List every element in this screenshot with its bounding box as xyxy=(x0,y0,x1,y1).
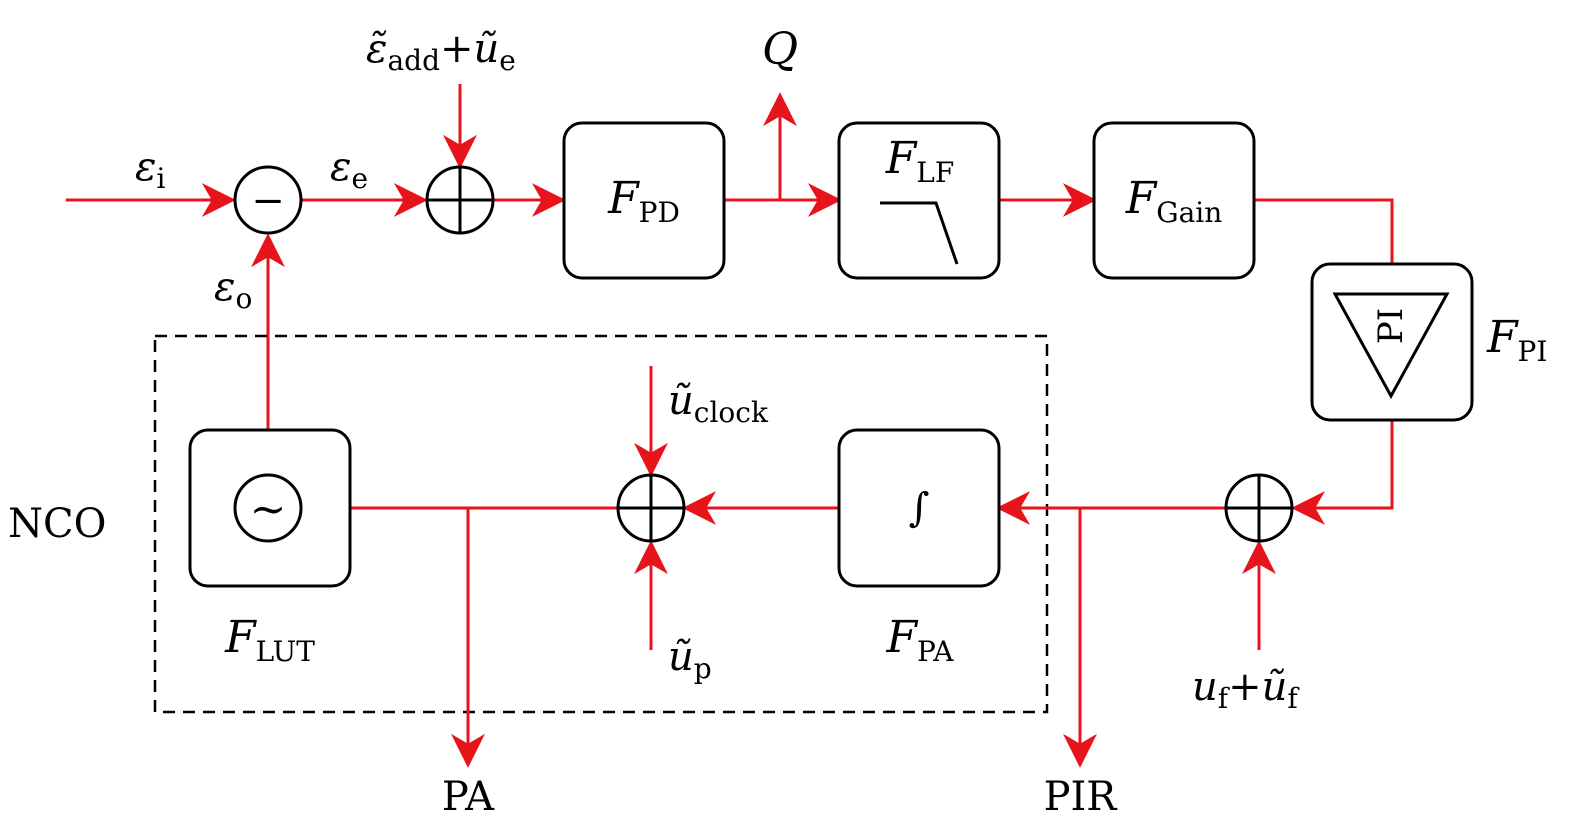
block-gain: FGain xyxy=(1092,121,1256,280)
label-pir-output: PIR xyxy=(1044,774,1119,820)
svg-text:−: − xyxy=(251,178,285,224)
label-nco: NCO xyxy=(8,501,106,547)
wire-gain-pi xyxy=(1255,198,1394,264)
subtractor-junction: − xyxy=(233,165,303,235)
svg-text:FGain: FGain xyxy=(1125,173,1223,229)
label-eps-e: εe xyxy=(330,144,368,195)
block-lf: FLF xyxy=(837,121,1001,280)
nco-region xyxy=(153,334,1049,714)
svg-text:FLUT: FLUT xyxy=(224,612,315,668)
signal-wires xyxy=(66,84,1394,768)
svg-text:FLF: FLF xyxy=(885,133,955,189)
block-pa: ∫ FPA xyxy=(837,428,1001,668)
adder-clock-junction xyxy=(616,473,686,543)
svg-text:FPI: FPI xyxy=(1486,312,1547,368)
label-pa-output: PA xyxy=(442,774,495,820)
label-eps-o: εo xyxy=(214,264,252,315)
svg-text:~: ~ xyxy=(250,484,287,535)
label-uf: uf+ũf xyxy=(1192,664,1300,715)
svg-text:FPD: FPD xyxy=(607,173,680,229)
label-u-p: ũp xyxy=(668,634,712,685)
pi-triangle-icon xyxy=(1332,292,1450,400)
oscillator-icon xyxy=(233,473,303,543)
adder-feedback-junction xyxy=(1224,473,1294,543)
wire-pi-adder xyxy=(1291,420,1394,525)
adder-top-junction xyxy=(425,165,495,235)
label-q: Q xyxy=(762,24,798,75)
block-pi: PI FPI xyxy=(1310,262,1547,422)
svg-text:PI: PI xyxy=(1371,308,1411,344)
integral-icon: ∫ xyxy=(909,485,930,531)
block-lut: ~ FLUT xyxy=(188,428,352,668)
label-u-clock: ũclock xyxy=(668,378,769,429)
svg-text:FPA: FPA xyxy=(885,612,954,668)
label-eps-i: εi xyxy=(135,144,165,195)
lowpass-icon xyxy=(880,201,959,265)
label-top-input: ε̃add+ũe xyxy=(366,26,516,77)
block-pd: FPD xyxy=(562,121,726,280)
